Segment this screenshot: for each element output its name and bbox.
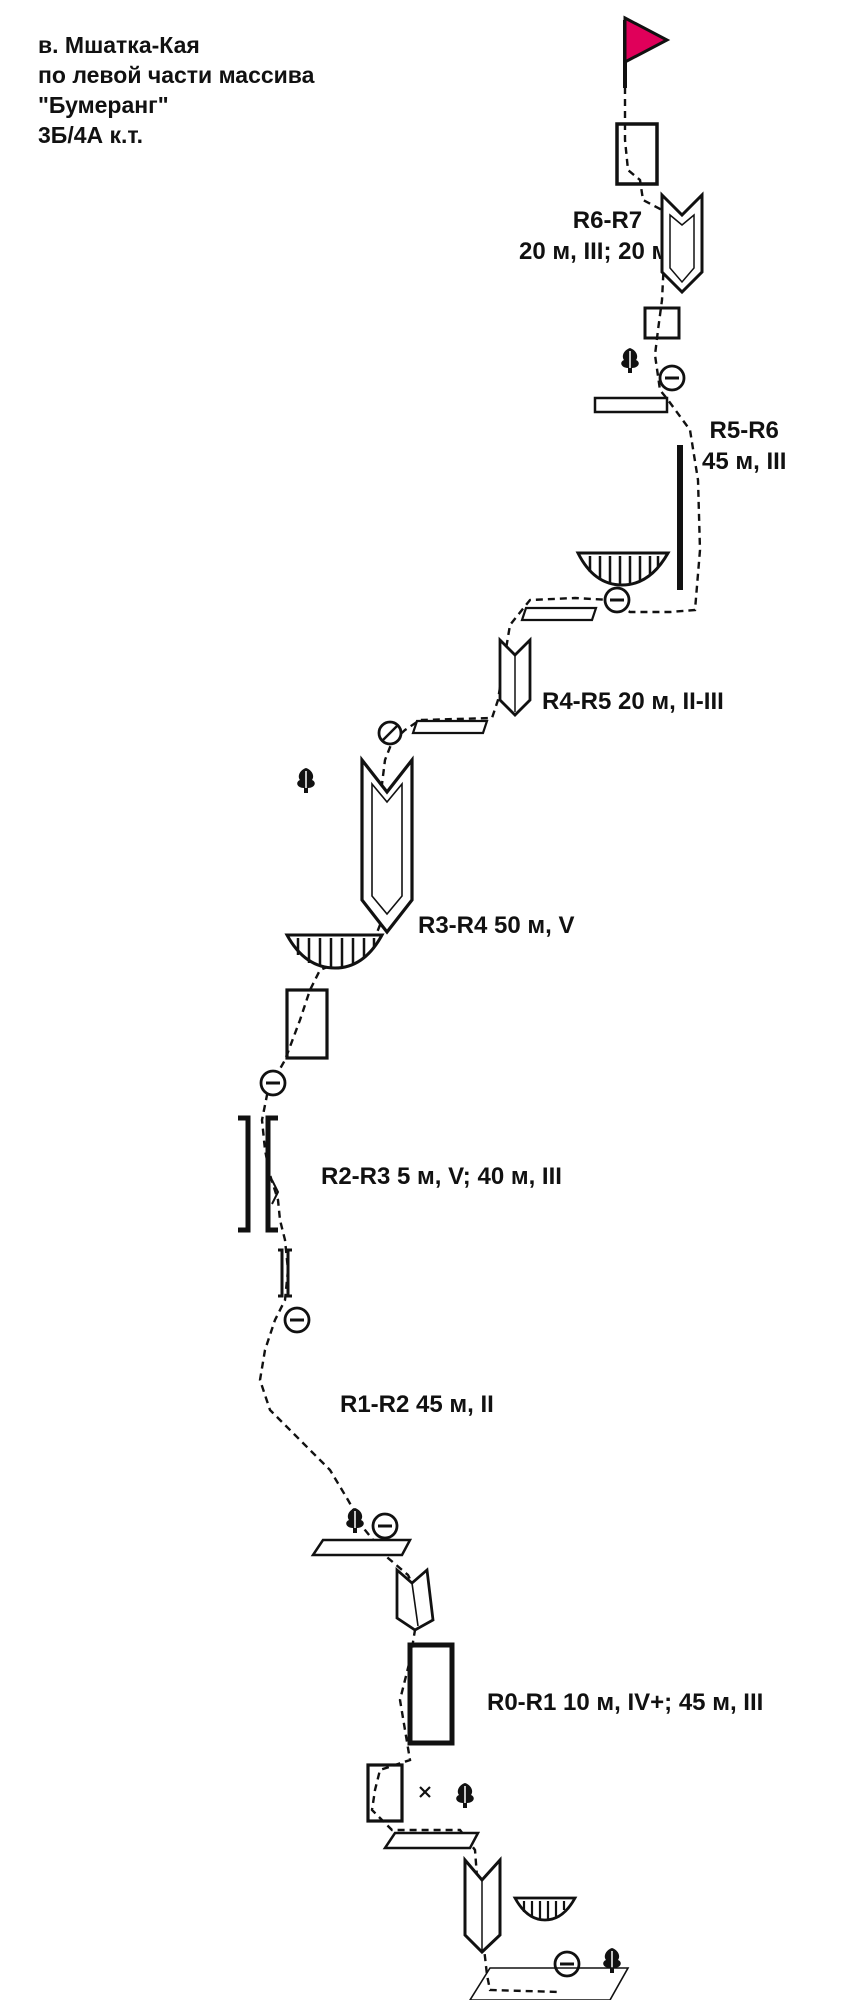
tree-icon: [345, 1507, 365, 1534]
topo-title: в. Мшатка-Кая по левой части массива "Бу…: [38, 30, 314, 150]
bolt-anchor-r2-icon: [283, 1306, 311, 1334]
route-line: [258, 75, 702, 1994]
dihedral-r3-r4: [360, 755, 414, 935]
bolt-anchor-r6-icon: [658, 364, 686, 392]
ledge-r1: [310, 1538, 413, 1557]
route-grade: 3Б/4А к.т.: [38, 122, 144, 148]
tree-icon: [620, 347, 640, 374]
overhang-r3: [284, 933, 385, 970]
block-r0-r1: [407, 1642, 455, 1746]
route-name: "Бумеранг": [38, 92, 169, 118]
pitch-label-r0-r1: R0-R1 10 м, IV+; 45 м, III: [487, 1689, 764, 1716]
pitch-label-r2-r3: R2-R3 5 м, V; 40 м, III: [321, 1163, 562, 1190]
ledge-r6: [593, 396, 669, 414]
bolt-anchor-r0-icon: [553, 1950, 581, 1978]
pitch-label-r4-r5: R4-R5 20 м, II-III: [542, 688, 724, 715]
dihedral-r0: [463, 1855, 502, 1955]
dihedral-r4-r5: [498, 636, 532, 717]
chimney-block-r7: [615, 122, 659, 186]
block-r0: [366, 1763, 404, 1823]
tree-icon: [602, 1947, 622, 1974]
cross-mark-icon: [419, 1786, 431, 1798]
pitch-label-r1-r2: R1-R2 45 м, II: [340, 1391, 494, 1418]
bolt-anchor-r5-icon: [603, 586, 631, 614]
pitch-label-r3-r4: R3-R4 50 м, V: [418, 912, 575, 939]
ledge-r0: [382, 1831, 481, 1850]
ledge-r5: [520, 606, 598, 622]
block-r6: [643, 306, 681, 340]
summit-flag-icon: [623, 15, 671, 88]
crack-r2-r3: [238, 1115, 280, 1233]
base-platform: [469, 1967, 630, 2000]
bolt-anchor-r1-icon: [371, 1512, 399, 1540]
overhang-r0: [512, 1896, 578, 1922]
overhang-r5: [575, 551, 671, 587]
piton-r4-icon: [377, 720, 403, 746]
dihedral-r1: [395, 1566, 435, 1632]
route-description: по левой части массива: [38, 62, 315, 88]
crack-small-r2: [278, 1248, 292, 1298]
bolt-anchor-r3-icon: [259, 1069, 287, 1097]
peak-name: в. Мшатка-Кая: [38, 32, 200, 58]
tree-icon: [296, 767, 316, 794]
pitch-label-r5-r6: R5-R6 45 м, III: [702, 417, 787, 475]
dihedral-r6-r7: [660, 191, 704, 295]
tree-icon: [455, 1782, 475, 1809]
ledge-r4: [411, 719, 489, 735]
block-r3: [285, 988, 329, 1060]
